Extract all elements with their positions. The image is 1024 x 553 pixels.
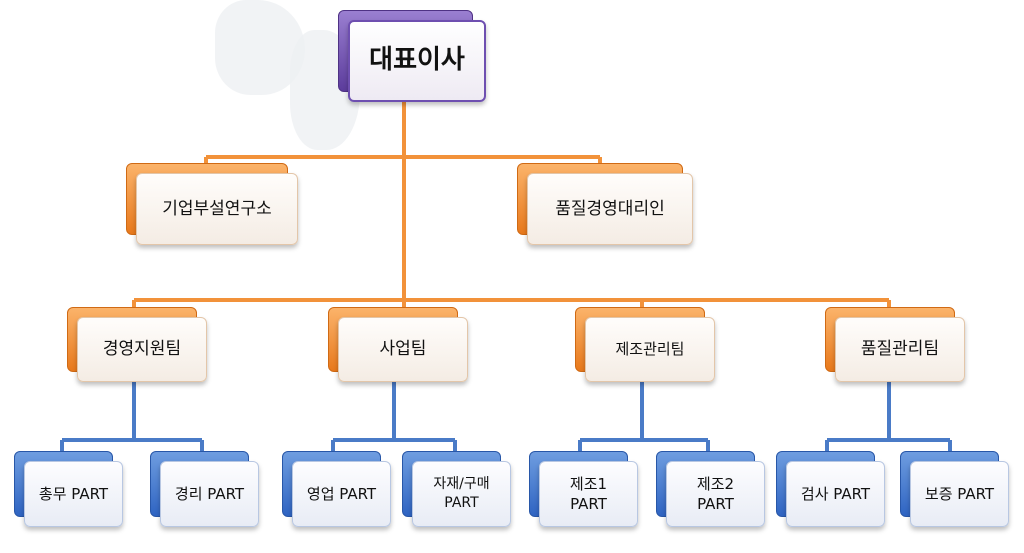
node-research-lab: 기업부설연구소 <box>126 163 298 245</box>
node-team-production: 제조관리팀 <box>575 307 715 382</box>
node-part-label: 보증 PART <box>910 461 1009 527</box>
connector-team2-parts <box>331 380 457 455</box>
node-quality-rep-label: 품질경영대리인 <box>527 173 693 245</box>
node-team-business: 사업팀 <box>328 307 468 382</box>
node-part-label: 영업 PART <box>292 461 391 527</box>
node-research-lab-label: 기업부설연구소 <box>136 173 298 245</box>
node-part-label: 제조2 PART <box>666 461 765 527</box>
node-ceo-label: 대표이사 <box>348 20 486 102</box>
node-part-label: 제조1 PART <box>539 461 638 527</box>
node-team-quality-label: 품질관리팀 <box>835 317 965 382</box>
connector-team3-parts <box>578 380 710 455</box>
node-part-label: 자재/구매 PART <box>412 461 511 527</box>
node-part-inspection: 검사 PART <box>776 451 885 527</box>
node-part-purchasing: 자재/구매 PART <box>402 451 511 527</box>
node-ceo: 대표이사 <box>338 10 486 102</box>
node-part-production1: 제조1 PART <box>529 451 638 527</box>
node-part-sales: 영업 PART <box>282 451 391 527</box>
node-part-label: 총무 PART <box>24 461 123 527</box>
connector-team1-parts <box>60 380 204 455</box>
node-part-production2: 제조2 PART <box>656 451 765 527</box>
node-part-accounting: 경리 PART <box>150 451 259 527</box>
node-part-assurance: 보증 PART <box>900 451 1009 527</box>
connector-team-bar <box>132 298 891 312</box>
node-team-management-label: 경영지원팀 <box>77 317 207 382</box>
node-part-general-affairs: 총무 PART <box>14 451 123 527</box>
node-team-management: 경영지원팀 <box>67 307 207 382</box>
node-team-business-label: 사업팀 <box>338 317 468 382</box>
node-part-label: 검사 PART <box>786 461 885 527</box>
connector-team4-parts <box>825 380 952 455</box>
node-quality-rep: 품질경영대리인 <box>517 163 693 245</box>
node-team-quality: 품질관리팀 <box>825 307 965 382</box>
node-team-production-label: 제조관리팀 <box>585 317 715 382</box>
node-part-label: 경리 PART <box>160 461 259 527</box>
